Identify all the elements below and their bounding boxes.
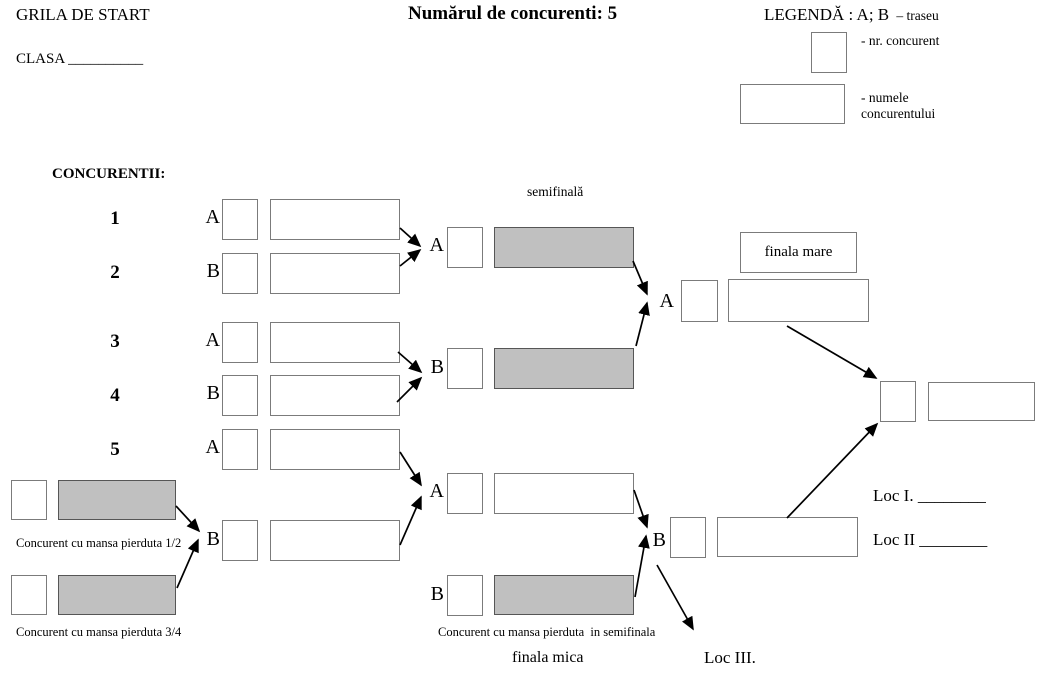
- route-label-r2: B: [206, 260, 220, 282]
- arrow-final-a-to-winner: [786, 325, 878, 379]
- route-label-loser: B: [206, 528, 220, 550]
- place-2-label: Loc II ________: [873, 530, 988, 549]
- semi-lower-b-name-box: [494, 575, 634, 615]
- route-label-r1: A: [205, 206, 220, 228]
- big-final-label-box: finala mare: [740, 232, 857, 273]
- legend-name-box: [740, 84, 845, 124]
- semi-a-name-box: [494, 227, 634, 268]
- arrow-semi-a-to-final-a: [632, 260, 648, 296]
- r2-name-box: [270, 253, 400, 294]
- route-label-semi-lower-b: B: [430, 583, 444, 605]
- semi-lower-a-number-box: [447, 473, 483, 514]
- semi-lower-a-name-box: [494, 473, 634, 514]
- competitor-number-3: 3: [110, 331, 120, 352]
- final-a-name-box: [728, 279, 869, 322]
- arrow-r4-to-semi-b: [396, 376, 423, 403]
- r3-number-box: [222, 322, 258, 363]
- loser-number-box: [222, 520, 258, 561]
- semi-b-number-box: [447, 348, 483, 389]
- route-label-semi-b: B: [430, 356, 444, 378]
- competitor-number-5: 5: [110, 439, 120, 460]
- semi-a-number-box: [447, 227, 483, 268]
- legend-name-label: - numele concurentului: [861, 90, 936, 121]
- competitor-count-title: Numărul de concurenti: 5: [408, 3, 618, 24]
- pool34-number-box: [11, 575, 47, 615]
- legend-title: LEGENDĂ : A; B – traseu: [764, 5, 939, 25]
- arrow-r2-to-semi-a: [399, 248, 422, 267]
- competitors-heading: CONCURENTII:: [52, 166, 166, 182]
- pool12-name-box: [58, 480, 176, 520]
- r4-number-box: [222, 375, 258, 416]
- r1-name-box: [270, 199, 400, 240]
- pool34-name-box: [58, 575, 176, 615]
- route-label-r5: A: [205, 436, 220, 458]
- semi-b-name-box: [494, 348, 634, 389]
- arrow-semi-lower-a-to-final-b: [633, 489, 649, 529]
- route-label-final-b: B: [652, 529, 666, 551]
- competitor-number-4: 4: [110, 385, 120, 406]
- arrow-r3-to-semi-b: [397, 351, 423, 374]
- r5-number-box: [222, 429, 258, 470]
- arrow-semi-b-to-final-a: [635, 301, 650, 347]
- page-title: GRILA DE START: [16, 5, 150, 24]
- arrow-loser-to-semi-lower-a: [399, 495, 422, 546]
- r3-name-box: [270, 322, 400, 363]
- legend-title-main: LEGENDĂ : A; B: [764, 5, 890, 24]
- pool12-number-box: [11, 480, 47, 520]
- legend-number-label: - nr. concurent: [861, 33, 940, 48]
- small-final-caption: finala mica: [512, 649, 584, 666]
- loser-name-box: [270, 520, 400, 561]
- loser-semifinal-caption: Concurent cu mansa pierduta in semifinal…: [438, 625, 656, 639]
- semi-lower-b-number-box: [447, 575, 483, 616]
- final-b-name-box: [717, 517, 858, 557]
- pool12-caption: Concurent cu mansa pierduta 1/2: [16, 536, 182, 550]
- place-3-label: Loc III.: [704, 648, 756, 667]
- route-label-final-a: A: [659, 290, 674, 312]
- route-label-r3: A: [205, 329, 220, 351]
- class-line: CLASA __________: [16, 51, 144, 67]
- place-1-label: Loc I. ________: [873, 486, 986, 505]
- r5-name-box: [270, 429, 400, 470]
- arrow-r5-to-semi-lower-a: [399, 451, 422, 487]
- r2-number-box: [222, 253, 258, 294]
- competitor-number-2: 2: [110, 262, 120, 283]
- legend-number-box: [811, 32, 847, 73]
- semifinal-caption: semifinală: [527, 184, 584, 199]
- legend-title-suffix: – traseu: [896, 8, 939, 23]
- big-final-caption: finala mare: [764, 244, 833, 260]
- r1-number-box: [222, 199, 258, 240]
- pool34-caption: Concurent cu mansa pierduta 3/4: [16, 625, 182, 639]
- final-b-number-box: [670, 517, 706, 558]
- route-label-semi-a: A: [429, 234, 444, 256]
- arrow-final-b-to-place-3: [656, 564, 694, 631]
- winner-number-box: [880, 381, 916, 422]
- competitor-number-1: 1: [110, 208, 120, 229]
- r4-name-box: [270, 375, 400, 416]
- arrow-r1-to-semi-a: [399, 227, 422, 248]
- winner-name-box: [928, 382, 1035, 421]
- route-label-semi-lower-a: A: [429, 480, 444, 502]
- final-a-number-box: [681, 280, 718, 322]
- arrow-final-b-to-winner: [786, 422, 879, 519]
- route-label-r4: B: [206, 382, 220, 404]
